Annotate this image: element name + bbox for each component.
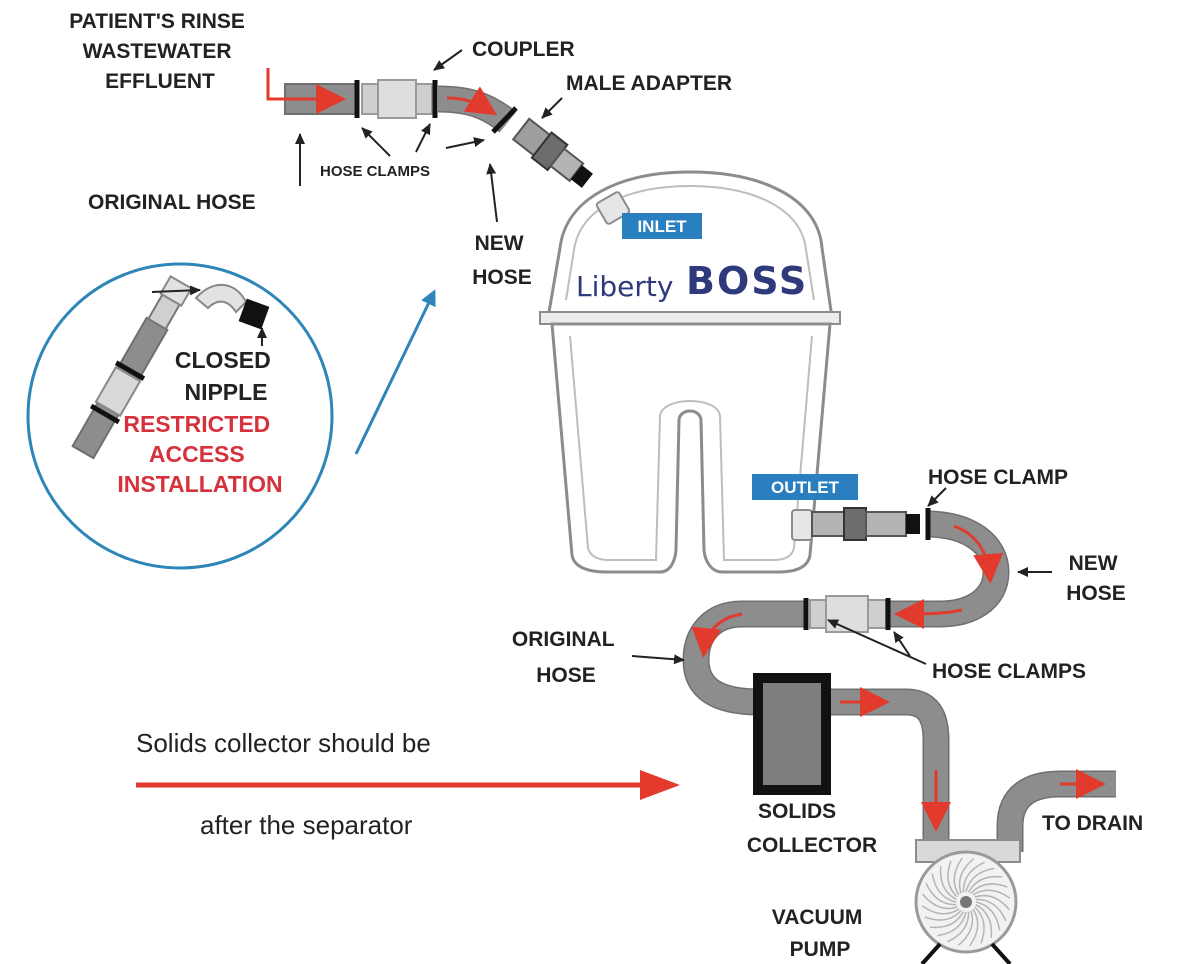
brand-liberty: Liberty (576, 270, 673, 303)
impeller-vane (972, 889, 1011, 899)
restricted-hose-assembly (71, 274, 193, 460)
impeller-vane (937, 911, 967, 937)
outlet-assembly (682, 507, 1010, 716)
label-to-drain: TO DRAIN (1042, 812, 1143, 835)
impeller-vane (969, 908, 979, 947)
impeller-vane (922, 893, 958, 910)
hose-to-drain (998, 772, 1116, 852)
brand-boss: BOSS (686, 259, 808, 303)
closed-nipple-cap (238, 298, 270, 330)
flow-arrow (691, 612, 743, 658)
impeller-vane (931, 873, 957, 903)
detail-link-arrow (354, 289, 436, 455)
outlet-label: OUTLET (771, 478, 840, 497)
impeller-vane (958, 858, 975, 894)
label-hose-clamps-top: HOSE CLAMPS (320, 163, 430, 180)
note-line-1: Solids collector should be (136, 728, 431, 758)
inlet-port (595, 191, 631, 225)
separator-vessel (539, 170, 841, 574)
original-hose-mid (683, 602, 806, 714)
impeller-vane (925, 883, 957, 906)
impeller-vane (975, 898, 1007, 921)
impeller-vane (974, 906, 985, 944)
label-hose-clamps-mid: HOSE CLAMPS (932, 660, 1086, 683)
impeller-vane (924, 910, 962, 921)
right-pointers (631, 487, 1052, 665)
flow-arrow (953, 524, 1004, 584)
restricted-access-detail (26, 262, 334, 570)
flow-arrow (266, 68, 346, 114)
hose-clamp (491, 106, 518, 134)
impeller-vane (957, 910, 974, 946)
male-adapter (511, 117, 593, 188)
pump-impeller (921, 857, 1011, 947)
note-arrowhead (640, 770, 680, 800)
impeller-vane (975, 901, 1001, 931)
label-restricted-access: RESTRICTED ACCESS INSTALLATION (117, 411, 282, 497)
impeller-vane (947, 860, 958, 898)
label-male-adapter: MALE ADAPTER (566, 72, 732, 95)
vessel-body (550, 322, 832, 574)
hose-to-pump (820, 690, 948, 860)
flow-arrow (894, 598, 963, 629)
label-solids-collector: SOLIDS COLLECTOR (747, 800, 877, 857)
note-line-2: after the separator (200, 810, 413, 840)
inlet-assembly (266, 68, 593, 188)
impeller-vane (965, 867, 995, 893)
impeller-vane (967, 875, 1003, 893)
impeller-vane (921, 905, 960, 915)
impeller-vane (939, 865, 957, 901)
outlet-tag (752, 474, 858, 500)
label-new-hose-right: NEW HOSE (1066, 552, 1126, 605)
outlet-port (791, 509, 813, 541)
inlet-label: INLET (637, 217, 687, 236)
label-original-hose-top: ORIGINAL HOSE (88, 191, 256, 214)
label-original-hose-mid: ORIGINAL HOSE (512, 628, 620, 687)
impeller-vane (947, 911, 970, 943)
impeller-vane (970, 883, 1008, 894)
restricted-elbow (194, 283, 248, 314)
label-hose-clamp-right: HOSE CLAMP (928, 466, 1068, 489)
label-closed-nipple: CLOSED NIPPLE (175, 347, 277, 405)
label-vacuum-pump: VACUUM PUMP (772, 906, 868, 961)
solids-collector (753, 673, 831, 795)
impeller-vane (974, 894, 1010, 911)
label-new-hose-top: NEW HOSE (472, 232, 532, 289)
impeller-vane (975, 903, 993, 939)
impeller-vane (929, 911, 965, 929)
top-pointers (295, 49, 563, 223)
collector-pump-assembly (753, 673, 1116, 964)
impeller-vane (953, 857, 963, 896)
label-rinse: PATIENT'S RINSE WASTEWATER EFFLUENT (69, 10, 251, 93)
impeller-vane (962, 861, 985, 893)
flow-arrow (446, 86, 498, 116)
detail-circle (26, 262, 334, 570)
label-coupler: COUPLER (472, 38, 575, 61)
inlet-tag (622, 213, 702, 239)
